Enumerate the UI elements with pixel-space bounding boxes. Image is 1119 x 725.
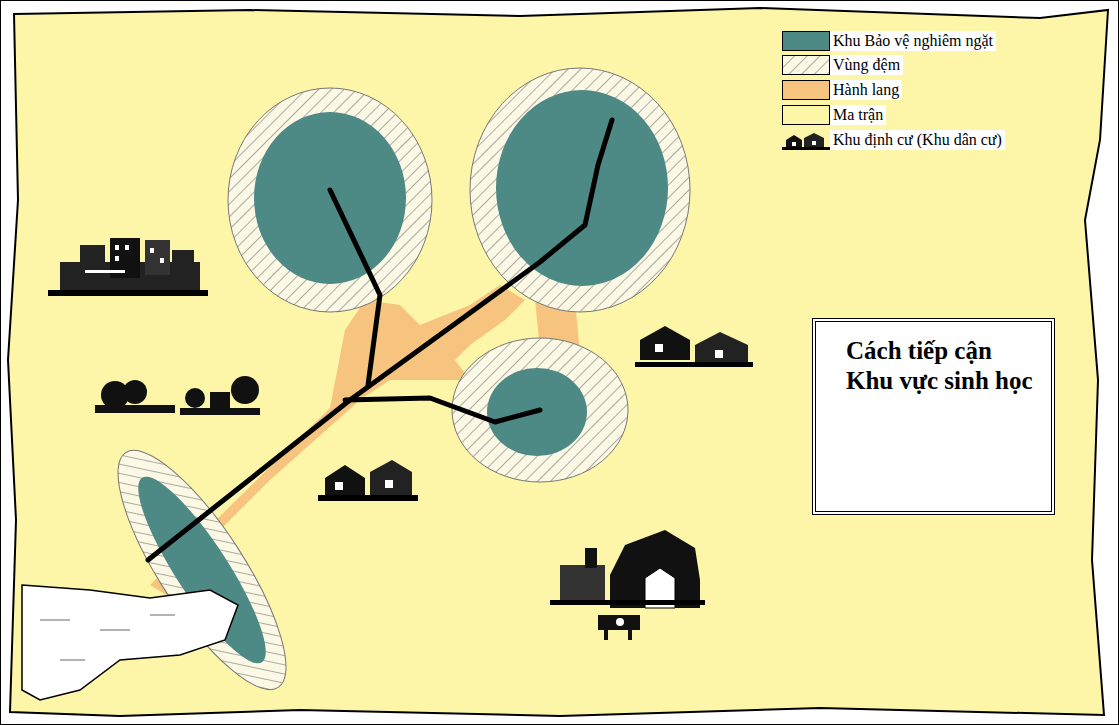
legend-row: Khu Bảo vệ nghiêm ngặt (782, 30, 996, 52)
matrix-land (8, 8, 1108, 716)
buffer-zone (91, 430, 314, 711)
lake (22, 585, 238, 700)
legend-row: Hành lang (782, 79, 902, 101)
legend-row: Vùng đệm (782, 54, 903, 76)
settlement-trees (95, 376, 260, 415)
core-zone (496, 90, 668, 286)
legend-label: Hành lang (830, 80, 902, 100)
box-heading: Cách tiếp cận Khu vực sinh học (846, 336, 1036, 396)
settlement-village (318, 460, 418, 501)
legend-row: Ma trận (782, 104, 886, 126)
legend-swatch (782, 80, 830, 100)
legend-label: Ma trận (830, 105, 886, 125)
river (148, 120, 612, 560)
settlement-farm (550, 530, 705, 640)
core-zone (254, 112, 406, 284)
legend-label: Khu Bảo vệ nghiêm ngặt (830, 31, 996, 51)
hatch-swatch (782, 55, 830, 75)
settlement-icon (782, 130, 830, 150)
buffer-zone (470, 68, 690, 312)
legend-swatch (782, 105, 830, 125)
lake-ripples (40, 615, 175, 660)
settlement-village (635, 326, 753, 367)
legend-row: Khu định cư (Khu dân cư) (782, 129, 1005, 151)
buffer-zone (228, 88, 432, 312)
settlement-sample (782, 130, 830, 150)
hatch-sample (782, 55, 830, 75)
legend-swatch (782, 31, 830, 51)
title-box: Cách tiếp cận Khu vực sinh học (812, 318, 1055, 515)
legend-label: Khu định cư (Khu dân cư) (830, 130, 1005, 150)
settlement-town (48, 238, 208, 296)
legend-label: Vùng đệm (830, 55, 903, 75)
